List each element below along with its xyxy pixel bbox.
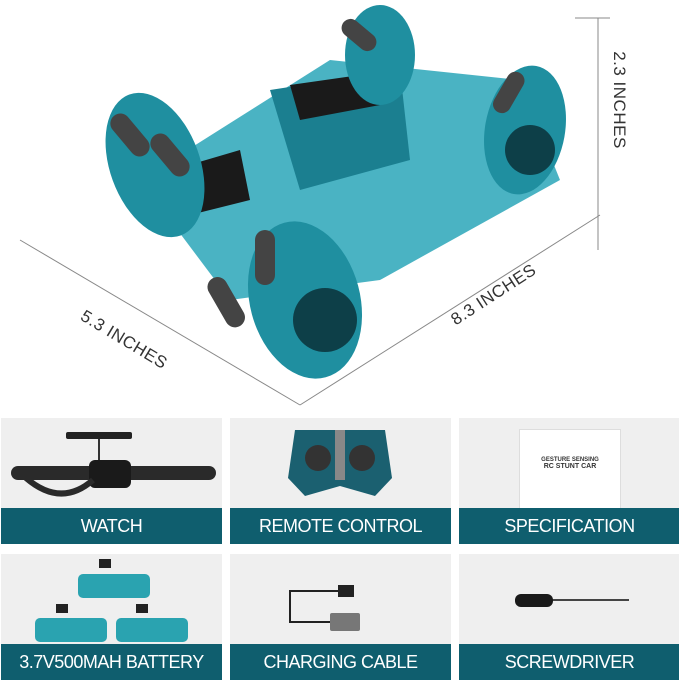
accessory-watch: WATCH [1, 418, 222, 544]
accessory-label: SPECIFICATION [459, 508, 679, 544]
accessory-specification: GESTURE SENSING RC STUNT CAR SPECIFICATI… [459, 418, 679, 544]
product-hero: 2.3 INCHES 8.3 INCHES 5.3 INCHES [19, 5, 629, 406]
rc-stunt-car-image [19, 5, 610, 406]
accessory-remote-control: REMOTE CONTROL [230, 418, 451, 544]
usb-cable-icon [289, 585, 360, 631]
accessory-label: REMOTE CONTROL [230, 508, 451, 544]
manual-title-line1: GESTURE SENSING [541, 457, 599, 463]
battery-icon [35, 559, 188, 642]
watch-icon [11, 432, 216, 497]
accessory-label: CHARGING CABLE [230, 644, 451, 680]
accessory-screwdriver: SCREWDRIVER [459, 554, 679, 680]
height-dimension-label: 2.3 INCHES [609, 51, 629, 149]
accessory-charging-cable: CHARGING CABLE [230, 554, 451, 680]
accessory-label: SCREWDRIVER [459, 644, 679, 680]
accessory-battery: 3.7V500MAH BATTERY [1, 554, 222, 680]
screwdriver-icon [515, 594, 629, 607]
manual-title-line2: RC STUNT CAR [543, 463, 597, 470]
accessory-label: WATCH [1, 508, 222, 544]
manual-icon: GESTURE SENSING RC STUNT CAR [519, 429, 621, 518]
accessory-label: 3.7V500MAH BATTERY [1, 644, 222, 680]
remote-control-icon [288, 430, 392, 496]
